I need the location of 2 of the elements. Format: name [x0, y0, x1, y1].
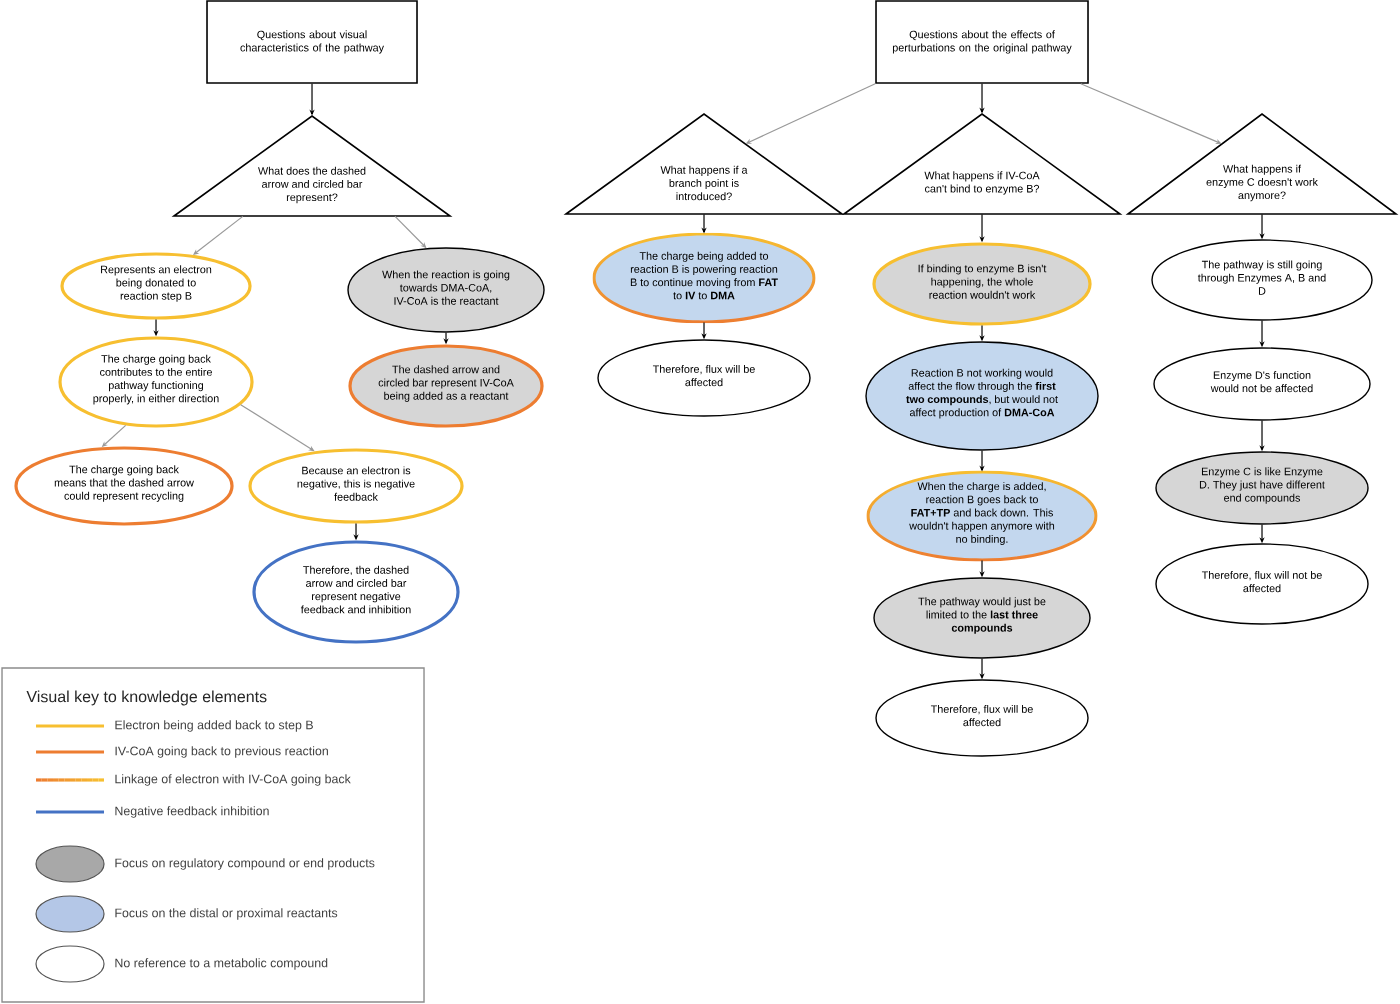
- arrow: [240, 404, 315, 452]
- legend-title: Visual key to knowledge elements: [26, 690, 267, 706]
